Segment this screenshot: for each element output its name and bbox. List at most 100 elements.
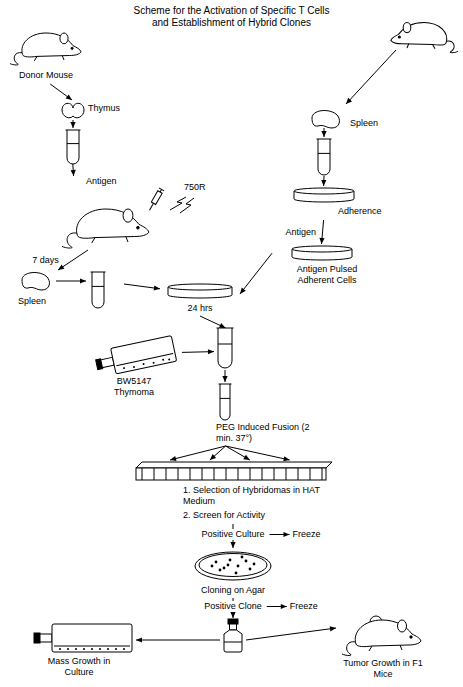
agar-cloning-drawing xyxy=(227,564,230,567)
text-slot: 24 hrs xyxy=(160,303,240,314)
hybridoma-plate-drawing xyxy=(226,468,227,480)
culture-bottle xyxy=(230,624,237,630)
thymoma-flask-drawing xyxy=(94,336,177,378)
node-text: Spleen xyxy=(350,118,378,129)
node-text: PEG Induced Fusion (2 min. 37°) xyxy=(216,422,316,444)
mass-culture-drawing xyxy=(91,648,93,650)
culture-dish: 24 hrs xyxy=(160,282,240,316)
agar-cloning-drawing xyxy=(199,554,267,577)
hybridoma-plate-drawing xyxy=(310,468,311,480)
edge-label: Antigen xyxy=(284,227,319,238)
flow-arrow xyxy=(124,284,160,291)
mass-culture: Mass Growth in Culture xyxy=(14,622,144,680)
diagram-title: Scheme for the Activation of Specific T … xyxy=(132,5,332,29)
connector-line xyxy=(50,84,72,100)
fusion-step-drawing xyxy=(219,384,232,385)
text-slot: PEG Induced Fusion (2 min. 37°) xyxy=(216,422,463,444)
arrow-head xyxy=(319,238,324,244)
fusion-step-drawing xyxy=(220,398,230,399)
fusion-step-drawing xyxy=(220,384,230,420)
adherence-dish: Adherence xyxy=(284,186,394,220)
irradiated-mouse-drawing xyxy=(92,237,128,244)
connector-line xyxy=(170,446,226,460)
recipient-mouse xyxy=(407,44,435,49)
spleen-step-drawing xyxy=(91,272,106,273)
text-slot: Thymus xyxy=(88,103,388,114)
arrow-head xyxy=(283,456,289,461)
adherence-dish-drawing xyxy=(294,188,354,202)
arrow-head xyxy=(71,170,76,176)
spleen-step: Spleen xyxy=(300,108,400,176)
spleen-step-drawing xyxy=(92,286,104,287)
tumor-mice-drawing xyxy=(342,642,356,656)
agar-cloning-drawing xyxy=(241,556,244,559)
flow-arrow xyxy=(230,612,235,618)
node-text: Antigen xyxy=(86,176,117,187)
text-slot: 2. Screen for Activity xyxy=(183,510,463,521)
node-text: Donor Mouse xyxy=(19,70,73,81)
tumor-mice: Tumor Growth in F1 Mice xyxy=(318,606,448,682)
thymus-step-drawing xyxy=(66,130,81,131)
mass-culture-drawing xyxy=(34,624,132,652)
text-slot: Spleen xyxy=(350,118,463,129)
recipient-mouse xyxy=(391,23,458,53)
text-slot: Donor Mouse xyxy=(4,70,88,81)
arrow-head xyxy=(230,542,235,548)
mass-culture-drawing xyxy=(123,648,125,650)
hybridoma-plate: 1. Selection of Hybridomas in HAT Medium… xyxy=(128,460,338,524)
agar-cloning-drawing xyxy=(219,569,222,572)
hybridoma-plate-drawing xyxy=(178,468,179,480)
connector-line xyxy=(210,446,226,460)
irradiated-mouse-drawing xyxy=(147,188,164,212)
spleen-step-drawing xyxy=(312,111,339,175)
culture-dish-drawing xyxy=(168,284,232,290)
arrow-head xyxy=(240,288,246,294)
node-text: Antigen Pulsed Adherent Cells xyxy=(287,264,367,286)
mass-culture-drawing xyxy=(83,648,85,650)
connector-line xyxy=(226,446,290,460)
culture-bottle xyxy=(224,619,242,652)
text-slot: Freeze xyxy=(293,529,463,540)
agar-cloning-drawing xyxy=(249,568,252,571)
arrow-head xyxy=(321,180,326,186)
arrow-head xyxy=(219,323,226,328)
text-slot: BW5147 Thymoma xyxy=(86,376,182,398)
thymoma-flask-drawing xyxy=(94,336,177,378)
text-slot: Cloning on Agar xyxy=(178,585,288,596)
agar-cloning-drawing xyxy=(237,565,240,568)
irradiated-mouse-drawing xyxy=(137,226,140,229)
thymus-step-drawing xyxy=(62,103,84,164)
culture-bottle xyxy=(224,630,242,652)
donor-mouse-drawing xyxy=(34,56,64,61)
node-text: Adherence xyxy=(338,206,382,217)
mass-culture-drawing xyxy=(115,648,117,650)
donor-mouse-drawing xyxy=(10,33,81,65)
thymoma-flask-drawing xyxy=(101,357,114,367)
agar-cloning-drawing xyxy=(223,567,226,570)
fusion-step-drawing xyxy=(217,328,234,420)
flow-arrow xyxy=(136,640,220,641)
arrow-head xyxy=(281,604,287,609)
hybridoma-plate-drawing xyxy=(274,468,275,480)
agar-cloning-drawing xyxy=(229,559,232,562)
agar-cloning-drawing xyxy=(195,552,271,580)
connector-line xyxy=(200,316,226,328)
hybridoma-plate-drawing xyxy=(202,468,203,480)
hybridoma-plate-drawing xyxy=(190,468,191,480)
text-slot: Scheme for the Activation of Specific T … xyxy=(128,5,335,29)
irradiated-mouse-drawing xyxy=(62,188,194,248)
agar-cloning-drawing xyxy=(215,561,218,564)
tumor-mice-drawing xyxy=(318,606,448,680)
mass-culture-drawing xyxy=(67,648,69,650)
adherence-dish-drawing xyxy=(294,188,354,194)
flow-arrow xyxy=(346,98,352,104)
agar-cloning-drawing xyxy=(235,572,238,575)
spleen-step-drawing xyxy=(80,278,86,283)
spleen-step-drawing xyxy=(92,272,104,308)
text-slot: Antigen xyxy=(86,176,386,187)
thymoma-flask-drawing xyxy=(116,354,173,366)
donor-mouse-drawing xyxy=(22,33,81,57)
spleen-step-drawing xyxy=(22,273,49,290)
arrow-head xyxy=(154,285,160,290)
